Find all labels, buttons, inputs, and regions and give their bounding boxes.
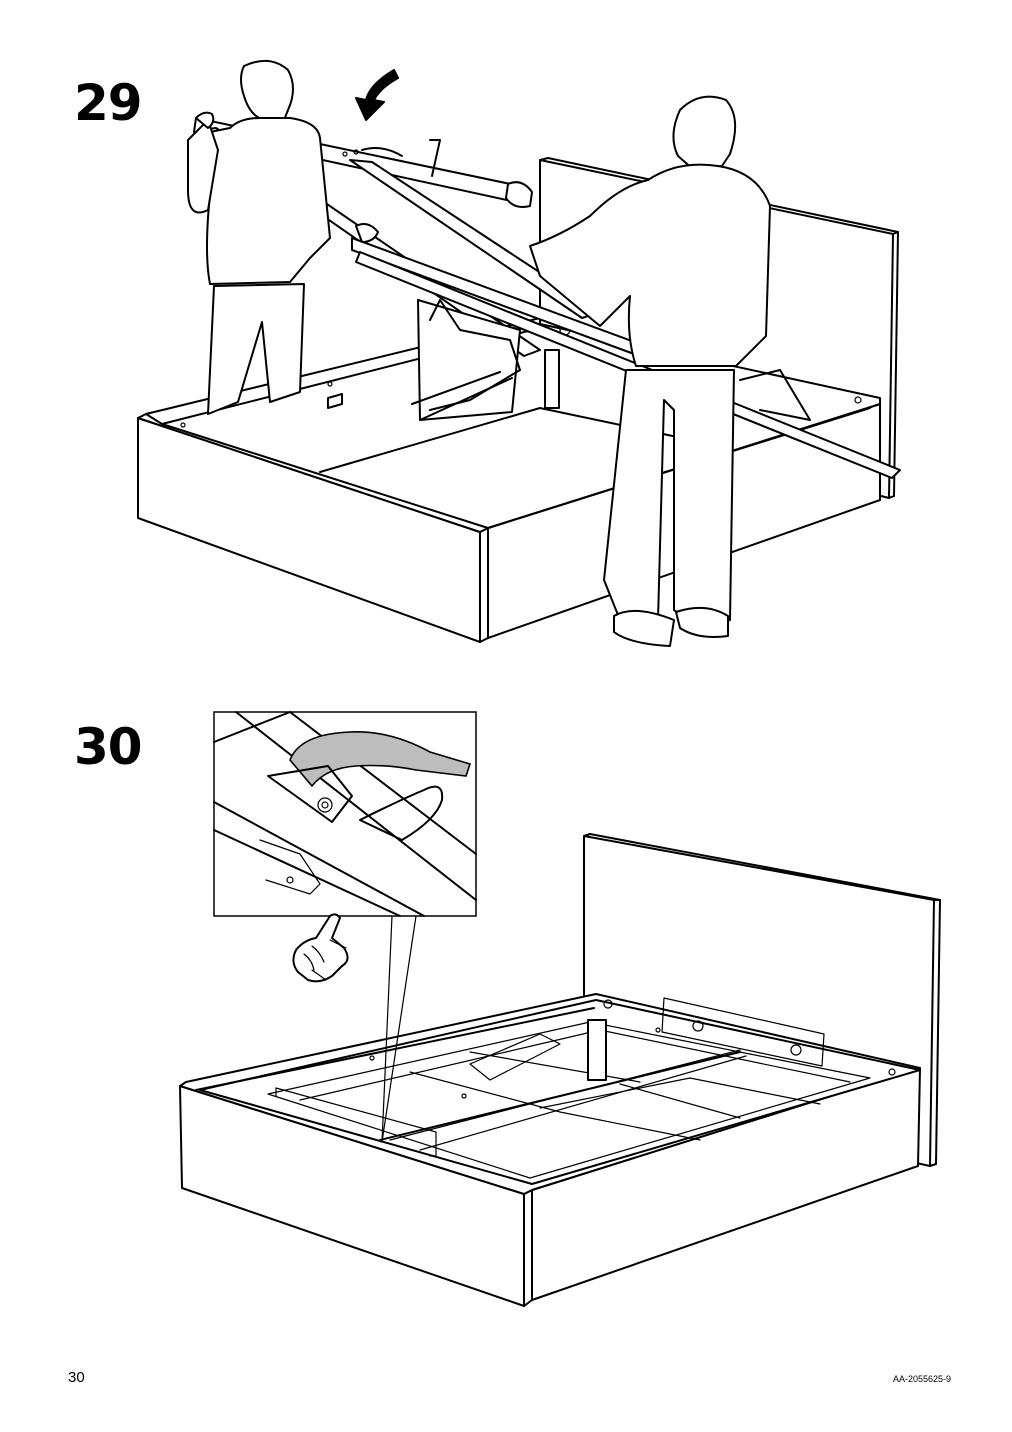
man-figure-icon <box>505 95 771 647</box>
bed-frame-icon <box>179 993 921 1307</box>
pointing-hand-icon <box>292 913 349 983</box>
page-number: 30 <box>68 1369 85 1386</box>
strap-detail-callout-icon <box>213 711 477 1143</box>
step-29-illustration <box>137 59 901 647</box>
curved-down-arrow-icon <box>355 69 399 121</box>
step-30-number: 30 <box>74 718 143 776</box>
document-code: AA-2055625-9 <box>893 1374 952 1384</box>
woman-figure-icon <box>187 59 379 415</box>
step-29-number: 29 <box>74 74 143 132</box>
